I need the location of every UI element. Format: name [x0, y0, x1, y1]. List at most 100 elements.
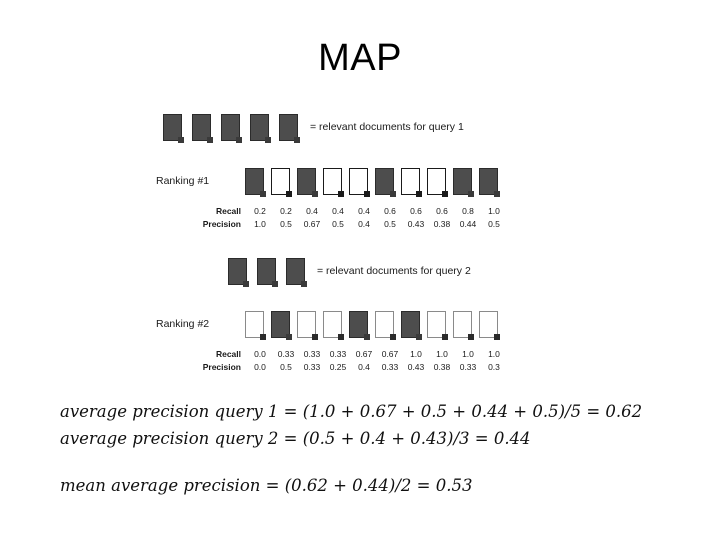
ranking-position [423, 168, 449, 197]
document-fold-corner [243, 281, 249, 287]
legend-query-2: = relevant documents for query 2 [228, 258, 471, 287]
formula-average-precision-query-2: average precision query 2 = (0.5 + 0.4 +… [60, 429, 531, 448]
document-fold-corner [363, 191, 370, 197]
precision-value: 0.38 [433, 219, 451, 229]
document-page [244, 311, 264, 338]
ranking-position [475, 311, 501, 340]
document-fold-corner [493, 334, 500, 340]
document-page [163, 114, 182, 141]
document-fold-corner [467, 334, 474, 340]
precision-value: 0.5 [332, 219, 344, 229]
recall-value: 0.67 [381, 349, 399, 359]
document-page [322, 311, 342, 338]
document-page [270, 168, 290, 195]
relevant-document-icon [374, 168, 396, 197]
ranking-position [397, 168, 423, 197]
document-fold-corner [259, 334, 266, 340]
relevant-document-icon [270, 311, 292, 340]
ranking-position [241, 311, 267, 340]
document-page [296, 311, 316, 338]
document-page [374, 168, 394, 195]
nonrelevant-document-icon [426, 311, 448, 340]
nonrelevant-document-icon [322, 311, 344, 340]
ranking-docs-1 [241, 168, 501, 197]
ranking-position [449, 311, 475, 340]
relevant-document-icon [244, 168, 266, 197]
ranking-position [293, 311, 319, 340]
document-page [286, 258, 305, 285]
nonrelevant-document-icon [270, 168, 292, 197]
nonrelevant-document-icon [296, 311, 318, 340]
ranking-position [449, 168, 475, 197]
document-fold-corner [311, 191, 318, 197]
legend-relevant-docs-query-1 [163, 114, 308, 143]
precision-label-2: Precision [202, 362, 241, 372]
legend-relevant-docs-query-2 [228, 258, 315, 287]
ranking-position [293, 168, 319, 197]
document-fold-corner [363, 334, 370, 340]
ranking-position [267, 168, 293, 197]
nonrelevant-document-icon [244, 311, 266, 340]
ranking-position [371, 311, 397, 340]
document-fold-corner [265, 137, 271, 143]
nonrelevant-document-icon [322, 168, 344, 197]
document-fold-corner [236, 137, 242, 143]
document-fold-corner [311, 334, 318, 340]
ranking-position [267, 311, 293, 340]
ranking-position [319, 168, 345, 197]
document-fold-corner [285, 334, 292, 340]
legend-query-1: = relevant documents for query 1 [163, 114, 464, 143]
document-fold-corner [207, 137, 213, 143]
ranking-position [241, 168, 267, 197]
document-page [244, 168, 264, 195]
document-page [348, 311, 368, 338]
precision-value: 0.33 [459, 362, 477, 372]
precision-value: 0.25 [329, 362, 347, 372]
ranking-position [397, 311, 423, 340]
relevant-document-icon [192, 114, 213, 143]
recall-value: 0.0 [254, 349, 266, 359]
recall-value: 1.0 [410, 349, 422, 359]
document-page [452, 168, 472, 195]
document-fold-corner [493, 191, 500, 197]
precision-value: 0.4 [358, 362, 370, 372]
recall-value: 0.4 [358, 206, 370, 216]
document-page [296, 168, 316, 195]
recall-value: 0.6 [436, 206, 448, 216]
recall-value: 0.4 [306, 206, 318, 216]
ranking-label-1: Ranking #1 [156, 175, 210, 187]
recall-value: 1.0 [462, 349, 474, 359]
legend-label-query-1: = relevant documents for query 1 [310, 121, 464, 133]
ranking-position [319, 311, 345, 340]
nonrelevant-document-icon [348, 168, 370, 197]
ranking-row-1: Ranking #1 [0, 168, 720, 198]
relevant-document-icon [250, 114, 271, 143]
precision-value: 0.43 [407, 219, 425, 229]
nonrelevant-document-icon [426, 168, 448, 197]
document-page [279, 114, 298, 141]
precision-value: 0.5 [488, 219, 500, 229]
document-page [374, 311, 394, 338]
document-fold-corner [441, 191, 448, 197]
precision-value: 0.38 [433, 362, 451, 372]
precision-value: 0.33 [381, 362, 399, 372]
document-fold-corner [259, 191, 266, 197]
legend-label-query-2: = relevant documents for query 2 [317, 265, 471, 277]
document-fold-corner [301, 281, 307, 287]
document-page [452, 311, 472, 338]
recall-value: 0.2 [280, 206, 292, 216]
precision-value: 0.5 [280, 362, 292, 372]
document-fold-corner [294, 137, 300, 143]
document-page [478, 311, 498, 338]
ranking-position [345, 311, 371, 340]
document-page [221, 114, 240, 141]
precision-value: 0.33 [303, 362, 321, 372]
recall-value: 1.0 [488, 206, 500, 216]
nonrelevant-document-icon [374, 311, 396, 340]
nonrelevant-document-icon [400, 168, 422, 197]
relevant-document-icon [478, 168, 500, 197]
